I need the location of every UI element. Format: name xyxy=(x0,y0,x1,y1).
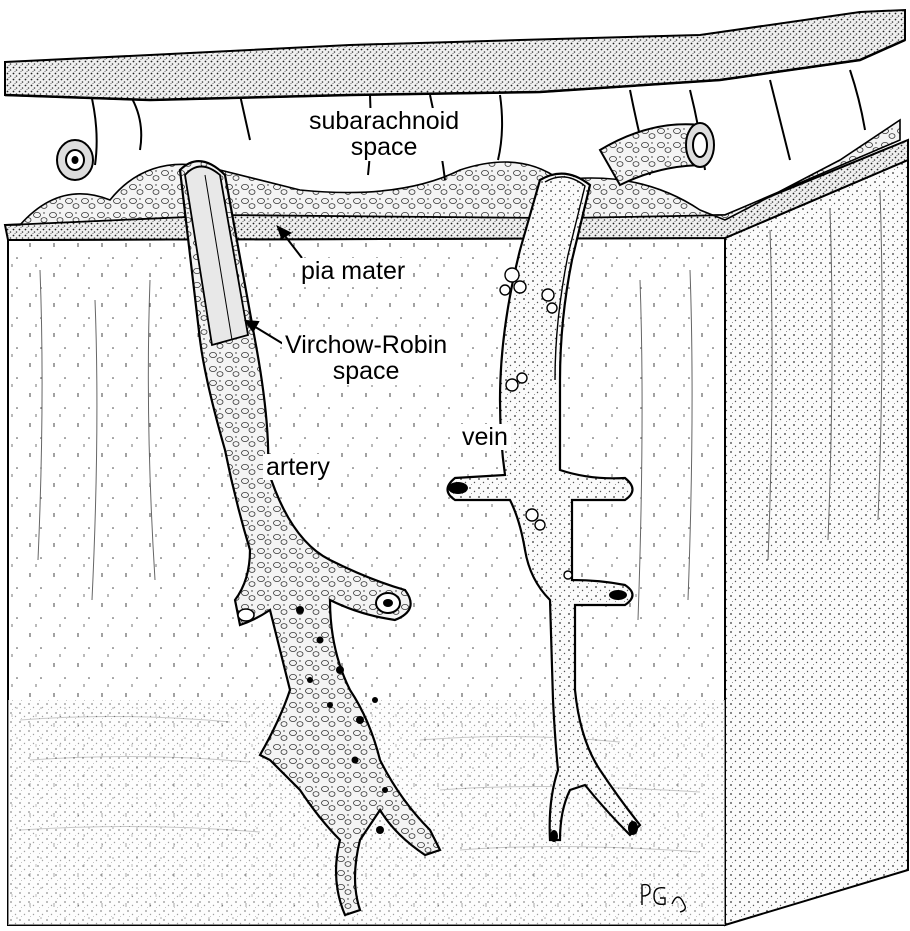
vein-cell-clusters xyxy=(499,267,573,580)
virchow-label-line2: space xyxy=(332,357,400,386)
tissue-fiber-lines xyxy=(37,189,883,621)
artist-signature-mark xyxy=(641,883,687,913)
virchow-robin-space-label: Virchow-Robin space xyxy=(282,331,451,386)
surface-vessel-left xyxy=(56,139,94,181)
arachnoid-layer xyxy=(4,8,906,102)
vein xyxy=(446,172,642,842)
artery xyxy=(178,160,442,917)
pia-mater-label: pia mater xyxy=(298,258,409,284)
artery-cell-dots xyxy=(296,606,388,834)
subarachnoid-label-line1: subarachnoid xyxy=(309,107,460,135)
vein-label: vein xyxy=(459,424,511,450)
virchow-arrow xyxy=(251,324,286,346)
tissue-block xyxy=(7,158,909,927)
artery-label: artery xyxy=(263,454,333,480)
subarachnoid-label-line2: space xyxy=(350,133,418,162)
virchow-label-line1: Virchow-Robin xyxy=(285,331,448,359)
subarachnoid-space-label: subarachnoid space xyxy=(306,107,463,162)
label-arrows xyxy=(243,224,303,346)
surface-vessel-right xyxy=(598,122,715,187)
tissue-side-face xyxy=(724,158,909,927)
